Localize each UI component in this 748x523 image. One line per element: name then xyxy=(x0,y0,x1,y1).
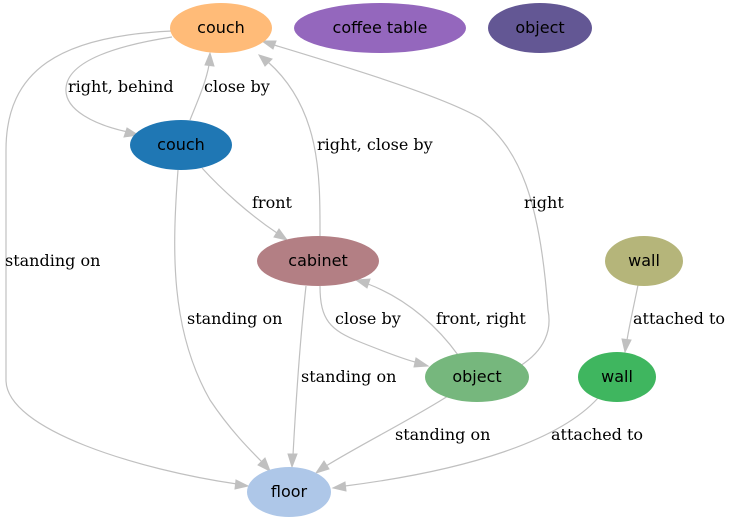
arrowhead-icon xyxy=(314,460,330,474)
edge-object-to-floor xyxy=(325,395,449,467)
node-couch-top[interactable]: couch xyxy=(170,3,272,53)
node-shape xyxy=(257,236,379,286)
node-shape xyxy=(605,236,683,286)
edge-label-right-close-by: right, close by xyxy=(317,135,433,154)
node-label: wall xyxy=(628,251,660,270)
edge-label-front: front xyxy=(252,193,293,212)
node-label: couch xyxy=(197,18,245,37)
edge-label-couch-mid-standing-on: standing on xyxy=(187,309,282,328)
edge-label-wall-attached-to: attached to xyxy=(633,309,725,328)
node-coffee-table[interactable]: coffee table xyxy=(294,3,466,53)
node-label: wall xyxy=(601,367,633,386)
edge-label-right-behind: right, behind xyxy=(68,77,174,96)
arrowhead-icon xyxy=(257,457,271,473)
edge-couch-mid-to-floor xyxy=(174,169,264,464)
arrowhead-icon xyxy=(204,51,215,67)
node-label: object xyxy=(515,18,564,37)
arrowhead-icon xyxy=(260,40,277,50)
nodes: couch coffee table object couch cabinet … xyxy=(130,3,683,517)
edge-label-right: right xyxy=(524,193,564,212)
arrowhead-icon xyxy=(621,338,632,354)
edges: right, behind close by standing on right… xyxy=(5,30,725,492)
edge-label-object-standing-on: standing on xyxy=(395,425,490,444)
node-floor[interactable]: floor xyxy=(247,467,331,517)
edge-couch-to-couch-close-by xyxy=(189,64,210,121)
node-shape xyxy=(247,467,331,517)
node-label: cabinet xyxy=(288,251,347,270)
node-label: couch xyxy=(157,135,205,154)
node-shape xyxy=(170,3,272,53)
node-shape xyxy=(294,3,466,53)
arrowhead-icon xyxy=(354,278,371,289)
edge-wall-to-floor xyxy=(344,397,599,487)
arrowhead-icon xyxy=(287,453,298,469)
arrowhead-icon xyxy=(273,228,289,241)
edge-label-cabinet-close-by: close by xyxy=(335,309,401,328)
node-label: object xyxy=(452,367,501,386)
arrowhead-icon xyxy=(331,481,347,492)
edge-label-couch-standing-on: standing on xyxy=(5,251,100,270)
node-couch-mid[interactable]: couch xyxy=(130,120,232,170)
node-shape xyxy=(578,352,656,402)
edge-couch-to-couch-right-behind xyxy=(65,36,173,133)
node-wall-top[interactable]: wall xyxy=(605,236,683,286)
node-wall-mid[interactable]: wall xyxy=(578,352,656,402)
edge-object-to-couch xyxy=(273,44,550,367)
edge-label-wall-floor-attached-to: attached to xyxy=(551,425,643,444)
node-shape xyxy=(130,120,232,170)
edge-label-cabinet-standing-on: standing on xyxy=(301,367,396,386)
edge-cabinet-to-couch xyxy=(267,61,321,239)
node-label: coffee table xyxy=(333,18,428,37)
edge-label-front-right: front, right xyxy=(436,309,526,328)
edge-object-to-cabinet xyxy=(367,283,459,356)
edge-couch-to-cabinet xyxy=(201,167,278,234)
arrowhead-icon xyxy=(413,357,430,368)
node-object-top[interactable]: object xyxy=(488,3,592,53)
edge-cabinet-to-floor xyxy=(292,285,307,456)
edge-wall-to-wall xyxy=(626,284,639,341)
edge-cabinet-to-object xyxy=(319,285,416,363)
node-shape xyxy=(488,3,592,53)
node-object-mid[interactable]: object xyxy=(425,352,529,402)
node-shape xyxy=(425,352,529,402)
edge-couch-to-floor xyxy=(5,30,238,485)
arrowhead-icon xyxy=(234,479,250,490)
edge-label-close-by-top: close by xyxy=(204,77,270,96)
node-label: floor xyxy=(271,482,308,501)
arrowhead-icon xyxy=(257,54,273,67)
node-cabinet[interactable]: cabinet xyxy=(257,236,379,286)
